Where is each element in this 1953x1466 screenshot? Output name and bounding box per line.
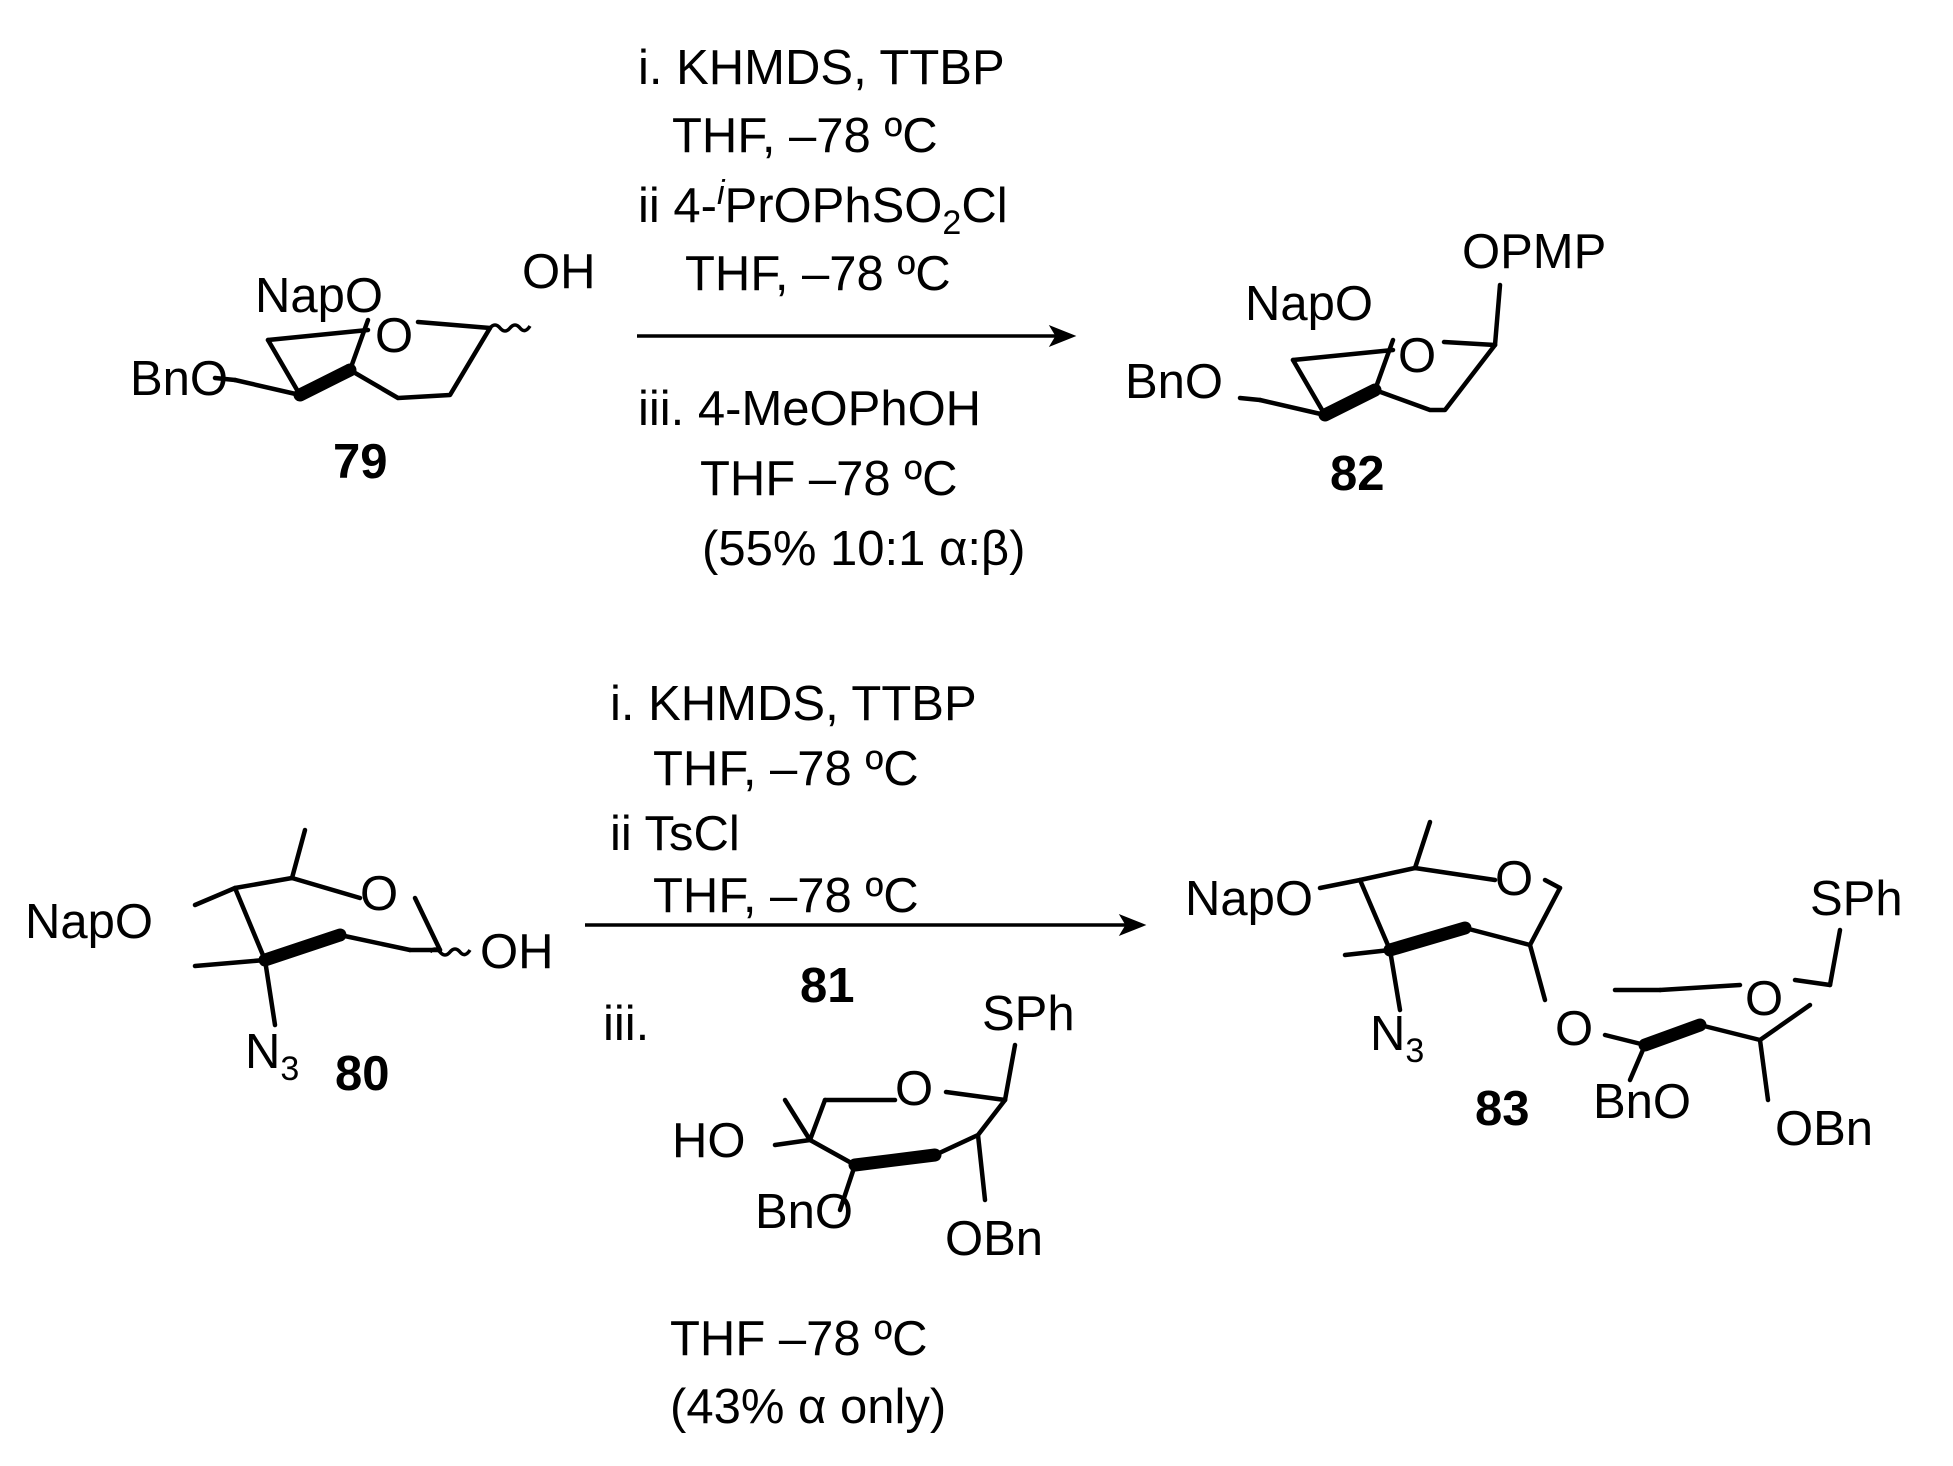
bno-label: BnO [1593,1075,1691,1129]
condition-step-3-solvent: THF –78 ºC [700,452,958,506]
sph-label: SPh [1810,872,1903,926]
bno-label: BnO [755,1185,853,1239]
azide-label: N3 [1370,1007,1424,1070]
sph-label: SPh [982,987,1075,1041]
ring-oxygen-label: O [895,1062,933,1116]
napo-label: NapO [255,269,383,323]
azide-label: N3 [245,1025,299,1088]
condition-step-1: i. KHMDS, TTBP [638,41,1005,95]
bno-label: BnO [1125,355,1223,409]
conditions-1: i. KHMDS, TTBP THF, –78 ºC ii 4-iPrOPhSO… [638,41,1025,576]
napo-label: NapO [25,895,153,949]
ring-oxygen-label: O [360,867,398,921]
compound-number-82: 82 [1330,447,1385,501]
condition-step-3: iii. 4-MeOPhOH [638,382,981,436]
condition-step-2: ii 4-iPrOPhSO2Cl [638,174,1008,242]
napo-label: NapO [1185,872,1313,926]
condition-step-3: iii. [603,997,649,1051]
ring-oxygen-label: O [1398,329,1436,383]
reaction-2: NapO O OH N3 80 i. KHMDS, TTBP THF, –78 … [25,677,1903,1434]
compound-number-80: 80 [335,1047,390,1101]
reaction-1: BnO NapO O OH 79 i. KHMDS, TTBP THF, –78… [130,41,1606,576]
condition-step-2-solvent: THF, –78 ºC [685,247,951,301]
opmp-label: OPMP [1462,225,1606,279]
ring-oxygen-label-2: O [1745,972,1783,1026]
obn-label: OBn [945,1212,1043,1266]
condition-step-1-solvent: THF, –78 ºC [672,109,938,163]
ho-label: HO [672,1114,746,1168]
condition-step-2-solvent: THF, –78 ºC [653,869,919,923]
reaction-arrow-1 [637,324,1077,348]
glycosidic-oxygen-label: O [1555,1002,1593,1056]
compound-number-83: 83 [1475,1082,1530,1136]
ring-oxygen-label: O [375,309,413,363]
condition-step-1-solvent: THF, –78 ºC [653,742,919,796]
condition-step-3-solvent: THF –78 ºC [670,1312,928,1366]
compound-79: BnO NapO O OH 79 [130,245,596,489]
compound-82: BnO NapO O OPMP 82 [1125,225,1606,501]
oh-label: OH [522,245,596,299]
oh-label: OH [480,925,554,979]
napo-label: NapO [1245,277,1373,331]
compound-number-79: 79 [333,435,388,489]
compound-number-81: 81 [800,959,855,1013]
compound-81: HO O SPh BnO OBn [672,987,1075,1266]
conditions-2: i. KHMDS, TTBP THF, –78 ºC ii TsCl THF, … [603,677,977,1434]
bno-label: BnO [130,352,228,406]
compound-83: NapO O O O SPh N3 BnO OBn 83 [1185,819,1903,1156]
condition-step-2: ii TsCl [610,807,740,861]
yield-2: (43% α only) [670,1380,946,1434]
compound-80: NapO O OH N3 80 [25,827,554,1101]
reaction-arrow-2 [585,913,1147,937]
obn-label: OBn [1775,1102,1873,1156]
ring-oxygen-label-1: O [1495,852,1533,906]
yield-1: (55% 10:1 α:β) [702,522,1025,576]
condition-step-1: i. KHMDS, TTBP [610,677,977,731]
